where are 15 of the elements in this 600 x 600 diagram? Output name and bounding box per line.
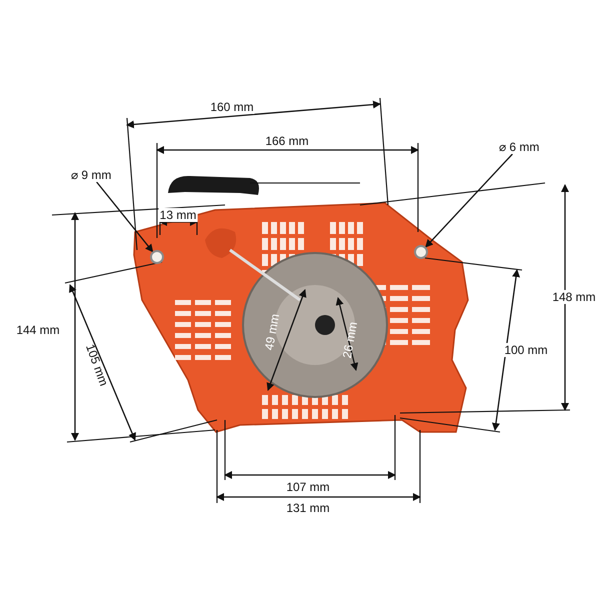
dimension-label: 13 mm: [158, 208, 198, 222]
leader-line: [96, 182, 154, 252]
dimension-label: 100 mm: [503, 343, 549, 357]
dimension-label: 166 mm: [264, 134, 310, 148]
dimension-label: 26 mm: [340, 320, 360, 360]
dimension-label: 49 mm: [262, 312, 282, 352]
dimension-label: 148 mm: [551, 290, 597, 304]
dimension-label: 131 mm: [285, 501, 331, 515]
dimension-label: 105 mm: [82, 341, 112, 389]
leader-line: [425, 154, 513, 248]
dimension-label: 160 mm: [209, 100, 255, 114]
dimension-label: 107 mm: [285, 480, 331, 494]
dimension-label: 144 mm: [15, 323, 61, 337]
diameter-label: ⌀ 9 mm: [70, 168, 112, 182]
diameter-label: ⌀ 6 mm: [498, 140, 540, 154]
